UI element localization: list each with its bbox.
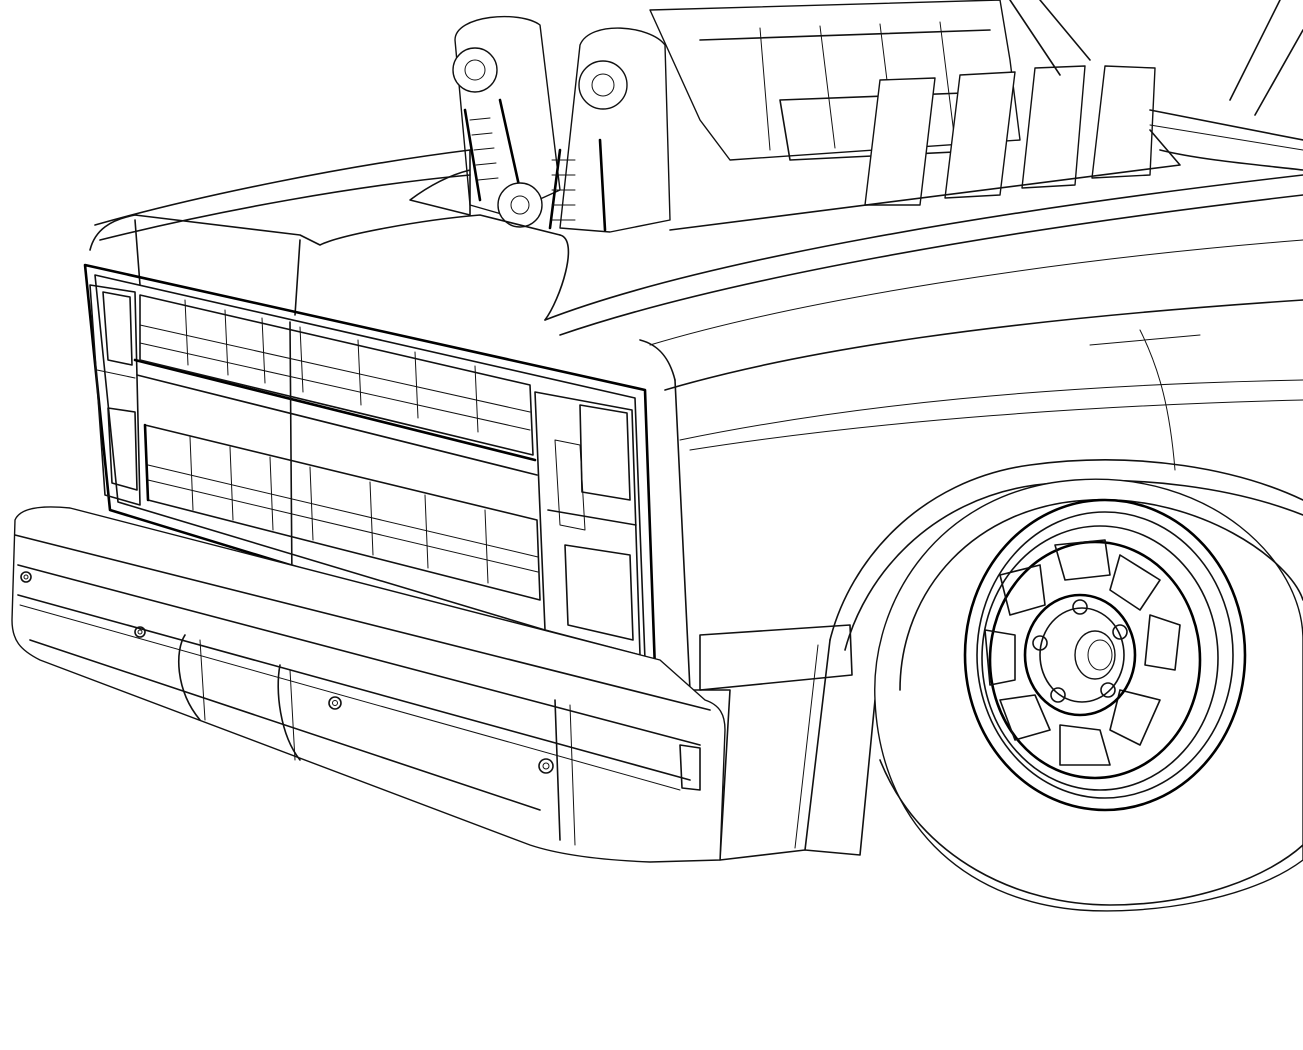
front-wheel [874,478,1303,912]
hood [89,109,1303,381]
supercharger-assembly [452,0,1303,233]
intake-stack [864,65,1156,206]
front-bumper [11,506,726,863]
front-fender [664,299,1303,861]
